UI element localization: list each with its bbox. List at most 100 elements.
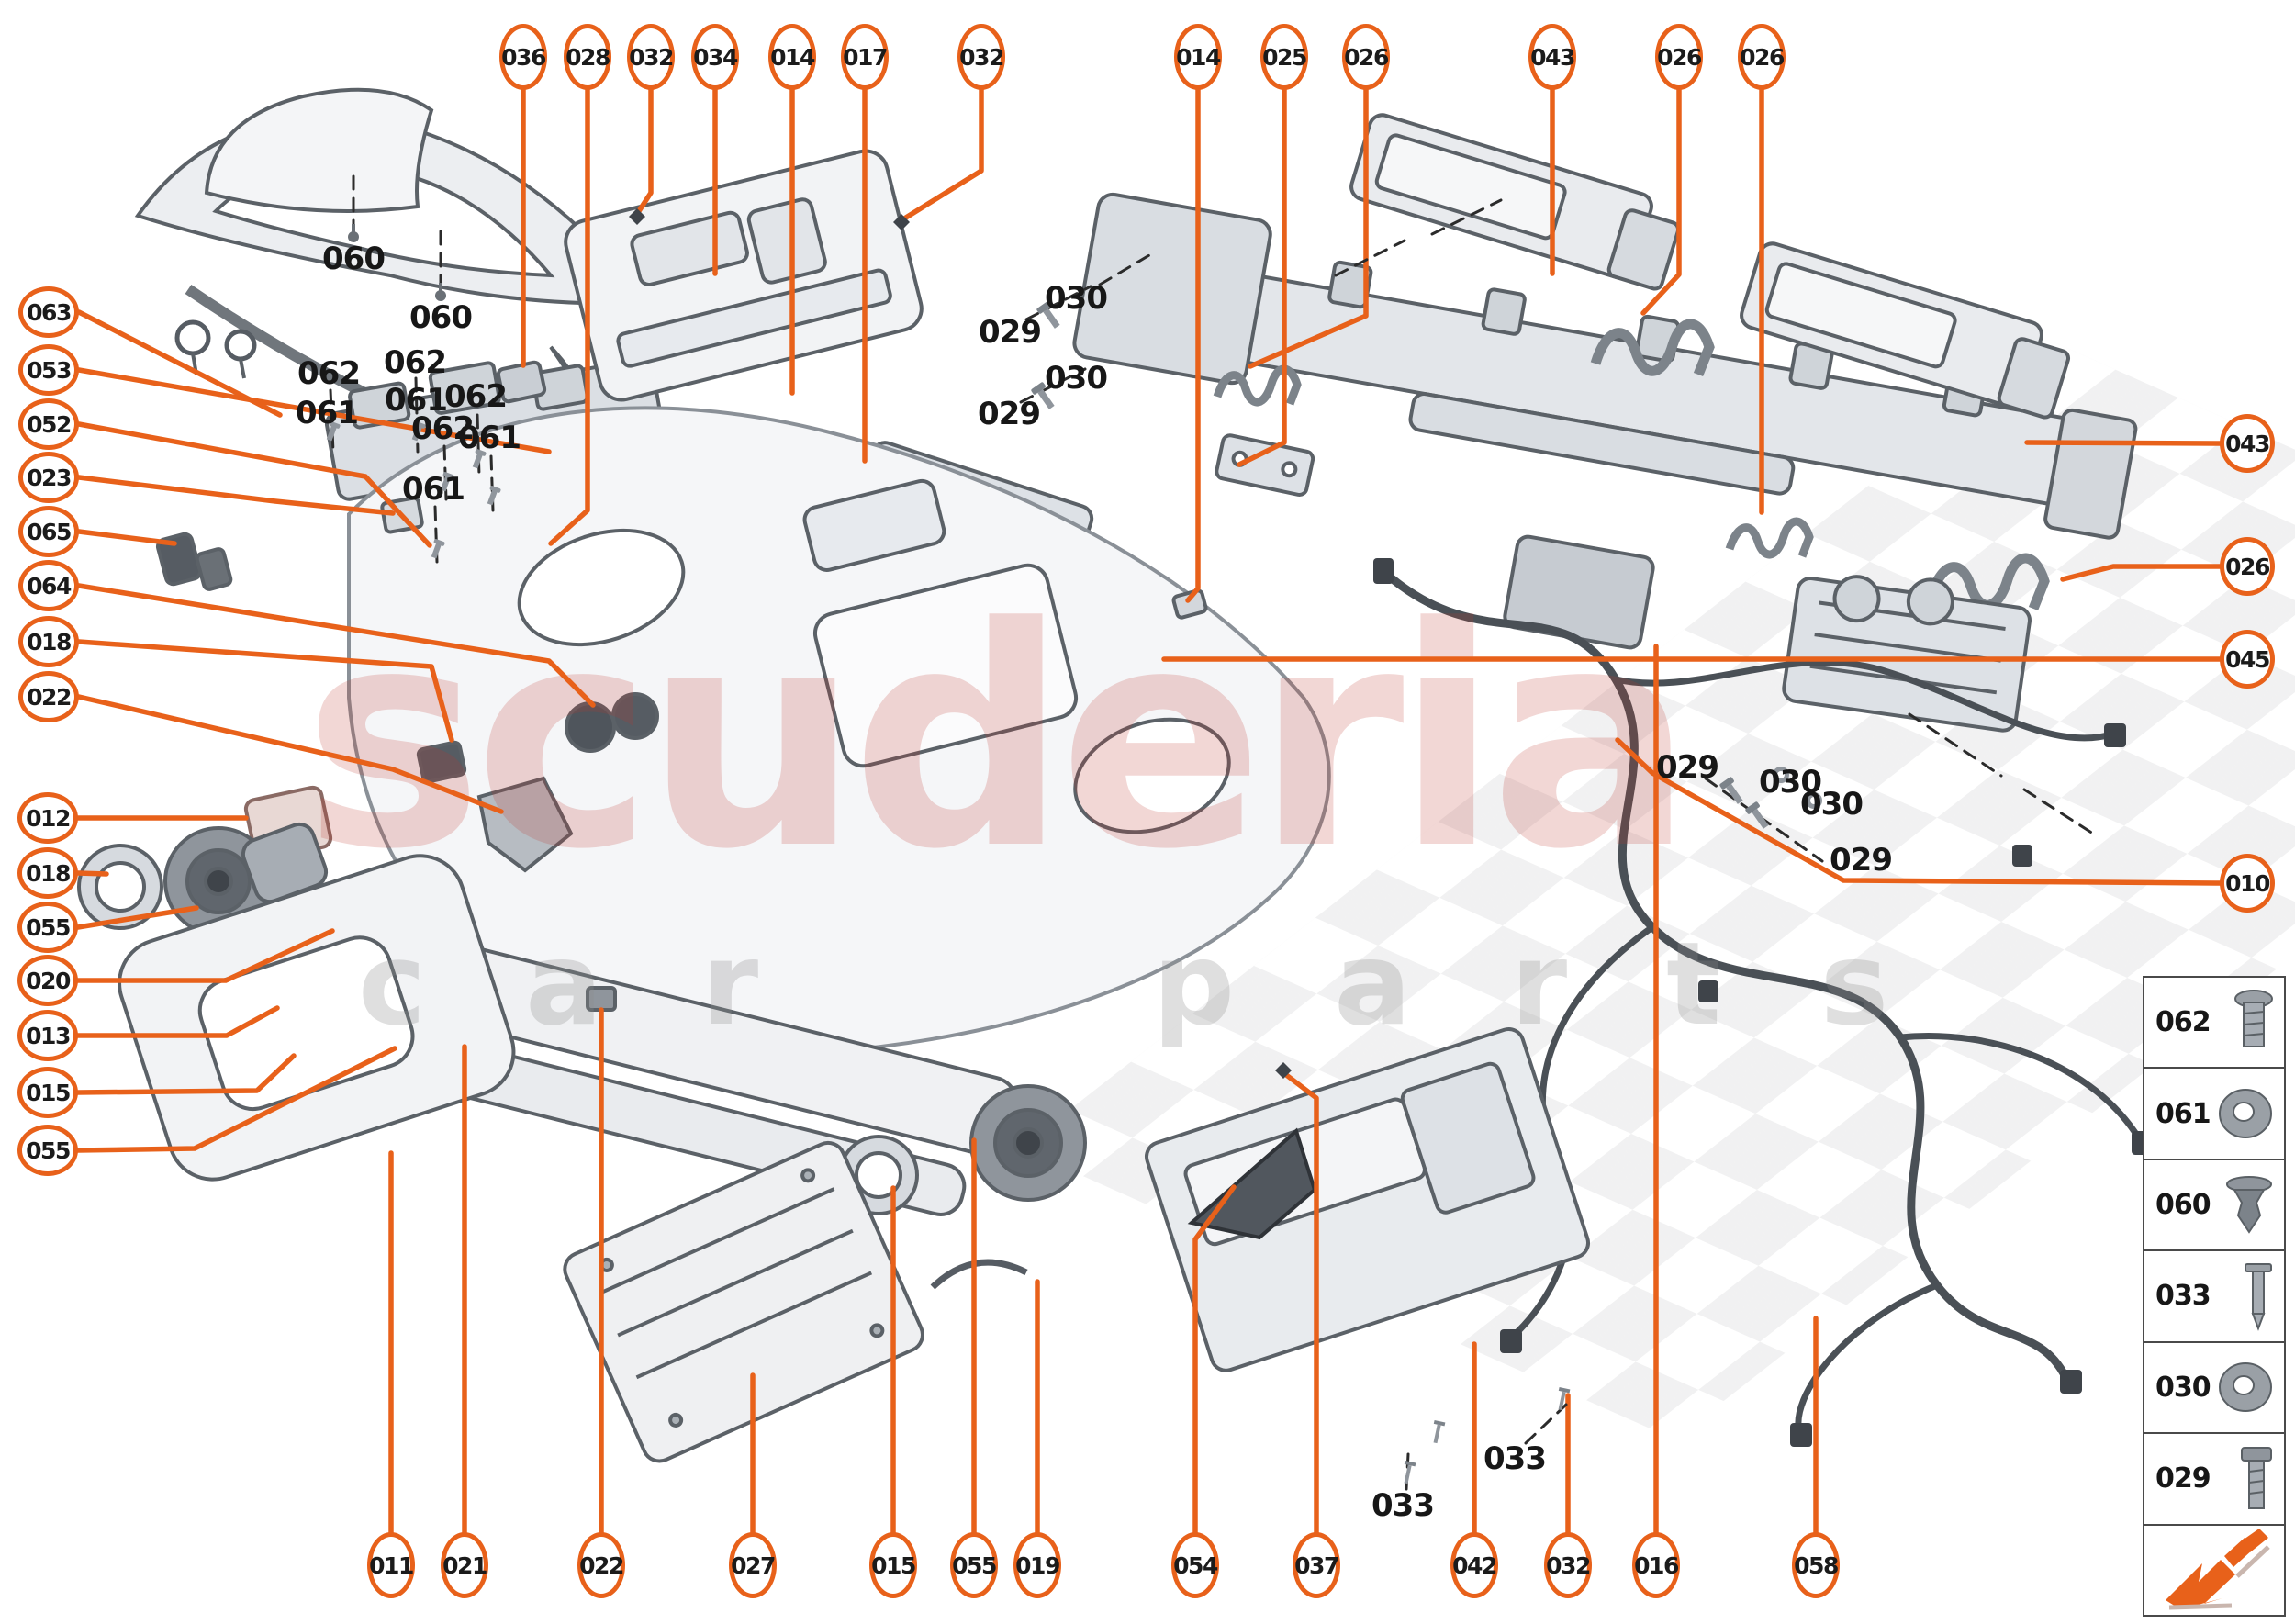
leader-line [634, 87, 654, 217]
callout-021[interactable]: 021 [441, 1532, 488, 1598]
callout-016[interactable]: 016 [1632, 1532, 1680, 1598]
leader-line [1185, 87, 1201, 603]
bolt-fastener-icon [1036, 301, 1060, 329]
leader-line [1192, 1184, 1237, 1535]
leader-line [75, 928, 335, 983]
dashed-line [2022, 788, 2095, 835]
callout-032[interactable]: 032 [627, 24, 675, 90]
callout-027[interactable]: 027 [729, 1532, 777, 1598]
callout-055[interactable]: 055 [17, 902, 78, 953]
stud-fastener-icon [435, 283, 446, 301]
callout-018[interactable]: 018 [17, 847, 78, 899]
bolt-fastener-icon [1031, 382, 1055, 409]
part-ref-label-061: 061 [402, 471, 465, 508]
dashed-line [1334, 239, 1406, 277]
callout-028[interactable]: 028 [564, 24, 611, 90]
legend-row-062: 062 [2144, 978, 2284, 1070]
part-ref-label-062: 062 [444, 378, 508, 415]
callout-012[interactable]: 012 [17, 792, 78, 844]
stud-fastener-icon [348, 224, 359, 242]
washer-icon [2216, 1360, 2275, 1415]
legend-label: 029 [2155, 1462, 2211, 1495]
leader-line [76, 694, 504, 814]
callout-052[interactable]: 052 [18, 398, 79, 450]
leader-line [548, 87, 590, 546]
leader-line [75, 870, 109, 877]
callout-054[interactable]: 054 [1171, 1532, 1219, 1598]
callout-034[interactable]: 034 [691, 24, 739, 90]
leader-line [75, 1053, 297, 1095]
callout-036[interactable]: 036 [499, 24, 547, 90]
leader-line [899, 87, 984, 223]
callout-022[interactable]: 022 [18, 671, 79, 722]
callout-015[interactable]: 015 [17, 1067, 78, 1118]
part-ref-label-062: 062 [297, 355, 361, 392]
callout-015[interactable]: 015 [869, 1532, 917, 1598]
callout-045[interactable]: 045 [2220, 630, 2275, 689]
leader-line [76, 529, 177, 546]
callout-043[interactable]: 043 [1528, 24, 1576, 90]
washer-fastener-icon [1773, 767, 1789, 783]
callout-064[interactable]: 064 [18, 560, 79, 611]
callout-020[interactable]: 020 [17, 955, 78, 1006]
pin-fastener-icon [1433, 1420, 1446, 1444]
callout-014[interactable]: 014 [768, 24, 816, 90]
leader-line [76, 639, 454, 743]
part-ref-label-029: 029 [1656, 749, 1719, 786]
callout-017[interactable]: 017 [841, 24, 889, 90]
callout-042[interactable]: 042 [1450, 1532, 1498, 1598]
washer-icon [2216, 1086, 2275, 1141]
dashed-line [1098, 253, 1151, 286]
callout-032[interactable]: 032 [957, 24, 1005, 90]
bolt-fastener-icon [1719, 777, 1743, 804]
callout-037[interactable]: 037 [1293, 1532, 1340, 1598]
callout-013[interactable]: 013 [17, 1010, 78, 1061]
dashed-line [476, 413, 481, 477]
part-ref-label-062: 062 [411, 410, 475, 447]
callout-043[interactable]: 043 [2220, 414, 2275, 473]
dashed-line [1524, 1403, 1568, 1445]
legend-label: 061 [2155, 1097, 2211, 1130]
callout-026[interactable]: 026 [1655, 24, 1703, 90]
screw-icon [2233, 989, 2275, 1056]
legend-label: 060 [2155, 1189, 2211, 1222]
callout-026[interactable]: 026 [1738, 24, 1786, 90]
dashed-line [329, 388, 335, 454]
clip-icon [2223, 1175, 2275, 1236]
callout-026[interactable]: 026 [2220, 537, 2275, 596]
dashed-line [414, 376, 420, 454]
callout-032[interactable]: 032 [1544, 1532, 1592, 1598]
part-ref-label-061: 061 [385, 382, 448, 419]
part-ref-label-030: 030 [1045, 360, 1108, 397]
callout-063[interactable]: 063 [18, 286, 79, 338]
dashed-line [1019, 367, 1087, 404]
leader-line [2024, 440, 2222, 446]
leader-line [1248, 87, 1369, 369]
callout-055[interactable]: 055 [17, 1125, 78, 1176]
callout-011[interactable]: 011 [367, 1532, 415, 1598]
pin-fastener-icon [1558, 1387, 1571, 1411]
callout-065[interactable]: 065 [18, 506, 79, 557]
leader-line [1615, 737, 2222, 886]
legend-logo-row [2144, 1526, 2284, 1615]
callout-023[interactable]: 023 [18, 452, 79, 503]
leader-line [75, 905, 199, 930]
callout-055[interactable]: 055 [950, 1532, 998, 1598]
leader-line [75, 1005, 280, 1038]
legend-row-060: 060 [2144, 1160, 2284, 1252]
callout-010[interactable]: 010 [2220, 854, 2275, 913]
callout-022[interactable]: 022 [577, 1532, 625, 1598]
callout-025[interactable]: 025 [1260, 24, 1308, 90]
callout-014[interactable]: 014 [1174, 24, 1222, 90]
callout-058[interactable]: 058 [1792, 1532, 1840, 1598]
legend-row-033: 033 [2144, 1251, 2284, 1343]
legend-row-061: 061 [2144, 1069, 2284, 1160]
bolt-icon [2238, 1444, 2275, 1514]
callout-019[interactable]: 019 [1013, 1532, 1061, 1598]
callout-018[interactable]: 018 [18, 616, 79, 667]
callout-053[interactable]: 053 [18, 344, 79, 396]
screw-fastener-icon [326, 421, 341, 442]
callout-026[interactable]: 026 [1342, 24, 1390, 90]
